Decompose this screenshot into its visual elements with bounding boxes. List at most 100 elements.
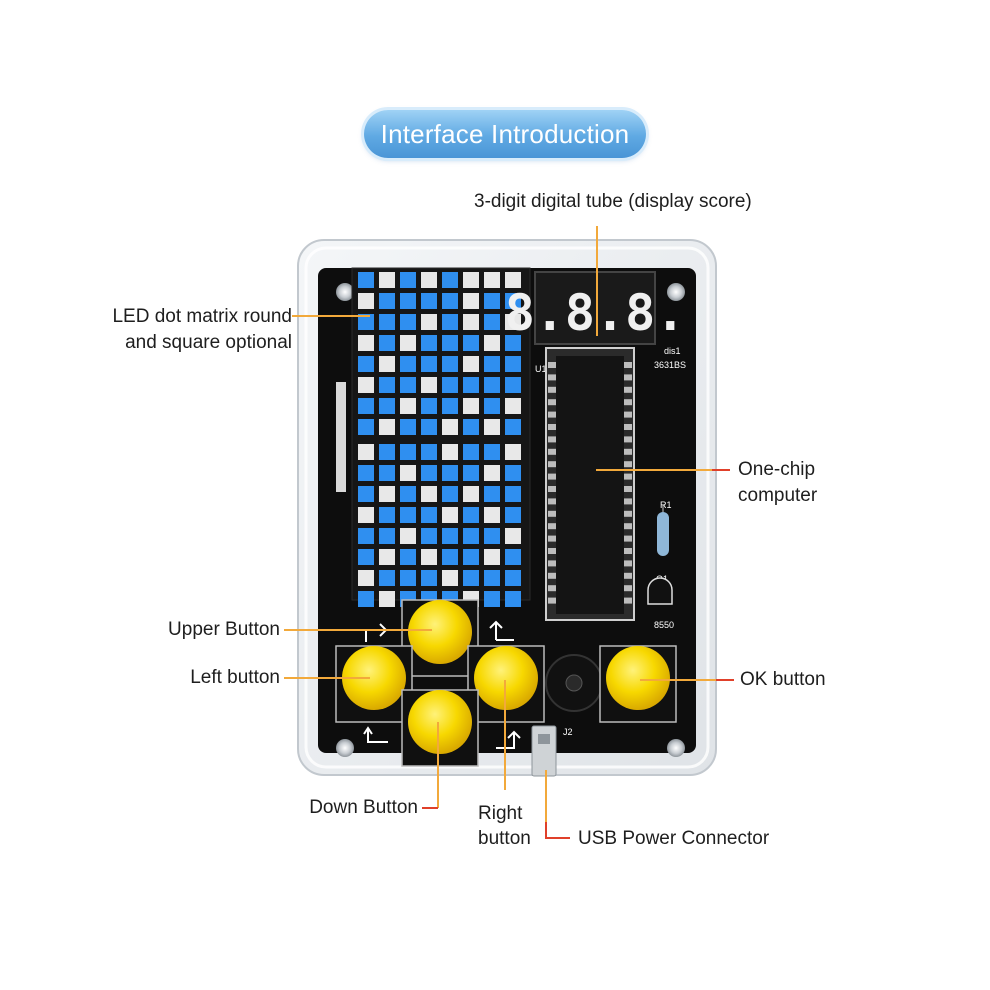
chip-pin	[548, 597, 556, 604]
led-dot	[463, 570, 479, 586]
led-dot	[505, 549, 521, 565]
led-dot	[442, 419, 458, 435]
led-dot	[442, 528, 458, 544]
chip-pin	[548, 473, 556, 480]
chip-pin	[624, 386, 632, 393]
led-dot	[379, 356, 395, 372]
chip-pin	[624, 523, 632, 530]
chip-pin	[624, 585, 632, 592]
led-dot	[400, 293, 416, 309]
led-dot	[463, 398, 479, 414]
silk-r1: R1	[660, 500, 672, 510]
led-matrix-frame	[351, 267, 531, 601]
chip-pin	[624, 535, 632, 542]
led-dot	[421, 419, 437, 435]
led-dot	[358, 549, 374, 565]
led-dot	[379, 465, 395, 481]
button-left	[335, 645, 413, 723]
chip-pin	[548, 535, 556, 542]
leader-lines	[284, 226, 734, 839]
led-dot	[442, 570, 458, 586]
mcu-chip	[556, 356, 624, 614]
chip-pin	[548, 411, 556, 418]
led-dot	[358, 507, 374, 523]
led-dot	[484, 419, 500, 435]
led-dot	[379, 272, 395, 288]
chip-pin	[624, 362, 632, 368]
label-display: 3-digit digital tube (display score)	[474, 191, 752, 212]
led-dot	[484, 335, 500, 351]
led-dot	[400, 398, 416, 414]
silk-j2: J2	[563, 727, 573, 737]
led-dot	[400, 528, 416, 544]
silk-u1: U1	[535, 364, 547, 374]
led-dot	[421, 507, 437, 523]
led-dot	[505, 591, 521, 607]
led-dot	[442, 293, 458, 309]
led-dot	[421, 272, 437, 288]
led-dot	[421, 356, 437, 372]
led-dot	[505, 419, 521, 435]
led-dot-matrix	[358, 272, 521, 607]
led-dot	[484, 377, 500, 393]
transistor	[647, 577, 673, 605]
chip-pin	[548, 362, 556, 368]
led-dot	[505, 356, 521, 372]
led-dot	[463, 335, 479, 351]
led-dot	[379, 591, 395, 607]
led-dot	[400, 419, 416, 435]
led-dot	[358, 398, 374, 414]
led-dot	[379, 293, 395, 309]
led-dot	[484, 314, 500, 330]
chip-pin	[624, 399, 632, 406]
led-dot	[358, 486, 374, 502]
label-upper: Upper Button	[168, 619, 280, 640]
led-dot	[505, 377, 521, 393]
led-dot	[463, 507, 479, 523]
led-dot	[463, 528, 479, 544]
button-upper	[401, 599, 479, 677]
led-dot	[505, 570, 521, 586]
led-dot	[379, 314, 395, 330]
chip-pin	[624, 448, 632, 455]
led-dot	[505, 486, 521, 502]
led-dot	[505, 335, 521, 351]
led-dot	[358, 591, 374, 607]
silk-model: 3631BS	[654, 360, 686, 370]
led-dot	[379, 507, 395, 523]
chip-pin	[624, 597, 632, 604]
label-chip-line1: One-chip	[738, 459, 816, 480]
chip-pin	[548, 399, 556, 406]
led-dot	[463, 314, 479, 330]
chip-pin	[548, 424, 556, 430]
led-dot	[484, 398, 500, 414]
label-left: Left button	[190, 667, 280, 688]
seven-segment-display	[534, 271, 656, 345]
led-dot	[463, 486, 479, 502]
led-dot	[421, 293, 437, 309]
label-right-line2: button	[478, 828, 531, 849]
chip-pin	[624, 510, 632, 517]
led-dot	[463, 549, 479, 565]
led-dot	[421, 528, 437, 544]
led-dot	[358, 356, 374, 372]
led-dot	[442, 486, 458, 502]
led-dot	[421, 377, 437, 393]
chip-pin	[624, 560, 632, 567]
chip-pin	[624, 461, 632, 468]
led-dot	[484, 444, 500, 460]
led-dot	[484, 356, 500, 372]
led-dot	[358, 444, 374, 460]
label-led-line2: and square optional	[125, 332, 292, 353]
label-down: Down Button	[309, 797, 418, 818]
led-dot	[358, 465, 374, 481]
led-dot	[505, 314, 521, 330]
led-dot	[379, 419, 395, 435]
led-dot	[484, 507, 500, 523]
led-dot	[400, 314, 416, 330]
led-dot	[484, 272, 500, 288]
usb-connector	[531, 725, 557, 777]
led-dot	[400, 444, 416, 460]
